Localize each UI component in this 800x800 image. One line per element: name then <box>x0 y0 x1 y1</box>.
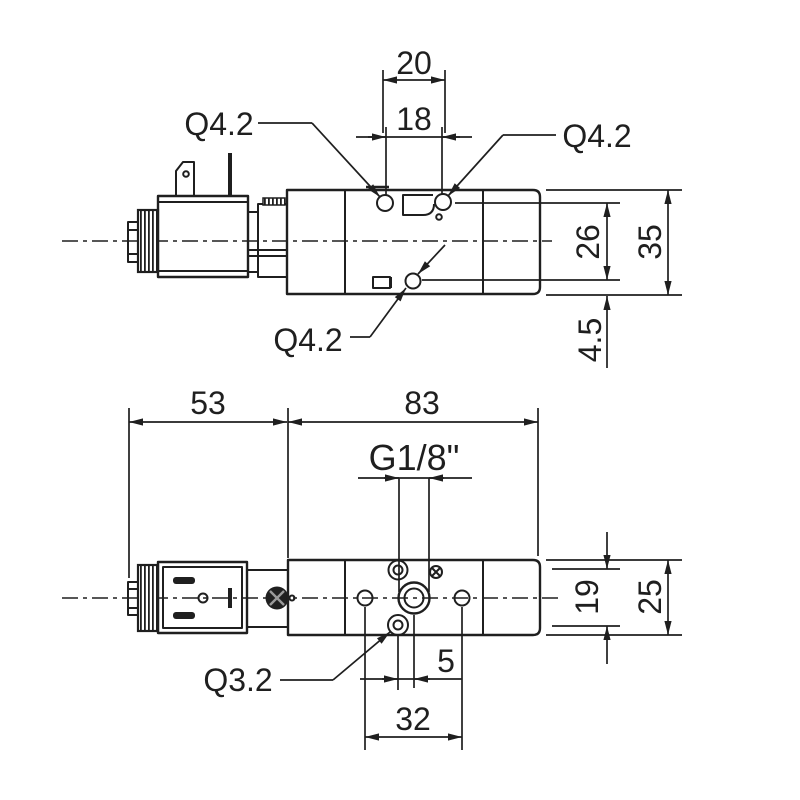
adapter-ring <box>247 211 259 273</box>
leader-arrow <box>369 287 407 338</box>
hole-callout-right: Q4.2 <box>562 118 631 154</box>
leader-arrow <box>311 122 381 198</box>
terminal-pin <box>228 153 232 196</box>
spade-terminal <box>175 161 195 196</box>
hole-callout-left: Q4.2 <box>184 106 253 142</box>
body-outline <box>286 558 542 637</box>
port-thread-label: G1/8" <box>369 437 460 478</box>
connector-face <box>162 566 243 629</box>
solenoid-side <box>127 153 288 279</box>
dim-label-26: 26 <box>570 224 606 260</box>
right-mount-hole <box>434 193 452 211</box>
dim-label-20: 20 <box>396 45 432 81</box>
adapter-serration <box>262 197 286 206</box>
dim-label-18: 18 <box>396 101 432 137</box>
port-bottom-inner <box>392 619 404 631</box>
contact-slot <box>173 577 195 584</box>
contact-slot <box>173 612 195 619</box>
port-top-outer <box>387 559 409 581</box>
bottom-view: 53 83 G1/8" Q3.2 19 25 5 32 <box>62 385 682 750</box>
port-left <box>356 589 374 607</box>
top-notch <box>402 194 435 216</box>
solenoid-plan <box>127 560 296 635</box>
port-center-inner <box>403 587 425 609</box>
dim-label-83: 83 <box>404 385 440 421</box>
port-callout-q32: Q3.2 <box>203 662 272 698</box>
dim-label-4-5: 4.5 <box>572 318 608 362</box>
terminal-hole <box>182 170 190 178</box>
port-marker-cross <box>431 567 441 577</box>
dim-label-25: 25 <box>632 579 668 615</box>
hole-callout-bottom: Q4.2 <box>273 322 342 358</box>
port-right <box>453 589 471 607</box>
leader-arrow <box>332 631 391 681</box>
dim-label-53: 53 <box>190 385 226 421</box>
bottom-notch <box>372 276 391 289</box>
port-bottom-outer <box>387 614 409 636</box>
small-pin <box>288 594 296 602</box>
screw-slot <box>269 590 285 606</box>
body-outline <box>285 188 542 296</box>
leader-arrow <box>417 244 446 275</box>
port-center-outer <box>397 581 431 615</box>
top-view: 20 18 Q4.2 Q4.2 Q4.2 26 35 4.5 <box>62 45 682 368</box>
coil-body <box>156 194 250 279</box>
dim-label-5: 5 <box>437 643 455 679</box>
bottom-mount-hole <box>404 272 422 290</box>
dim-label-35: 35 <box>632 224 668 260</box>
contact-bar <box>228 588 232 608</box>
leader-arrow <box>447 134 504 197</box>
knurled-nut <box>136 563 160 633</box>
port-top-inner <box>392 564 404 576</box>
end-plug <box>127 221 139 263</box>
small-pin-hole <box>435 213 443 221</box>
connector-center-hole <box>197 592 209 604</box>
port-marker-circle <box>429 565 443 579</box>
bottom-view-dimensions: 53 83 G1/8" Q3.2 19 25 5 32 <box>128 385 682 750</box>
dim-label-19: 19 <box>569 579 605 615</box>
dim-label-32: 32 <box>395 701 431 737</box>
knurled-nut <box>136 208 160 274</box>
valve-body-plan <box>286 558 542 637</box>
top-view-dimensions: 20 18 Q4.2 Q4.2 Q4.2 26 35 4.5 <box>184 45 682 368</box>
left-mount-hole <box>376 194 394 212</box>
